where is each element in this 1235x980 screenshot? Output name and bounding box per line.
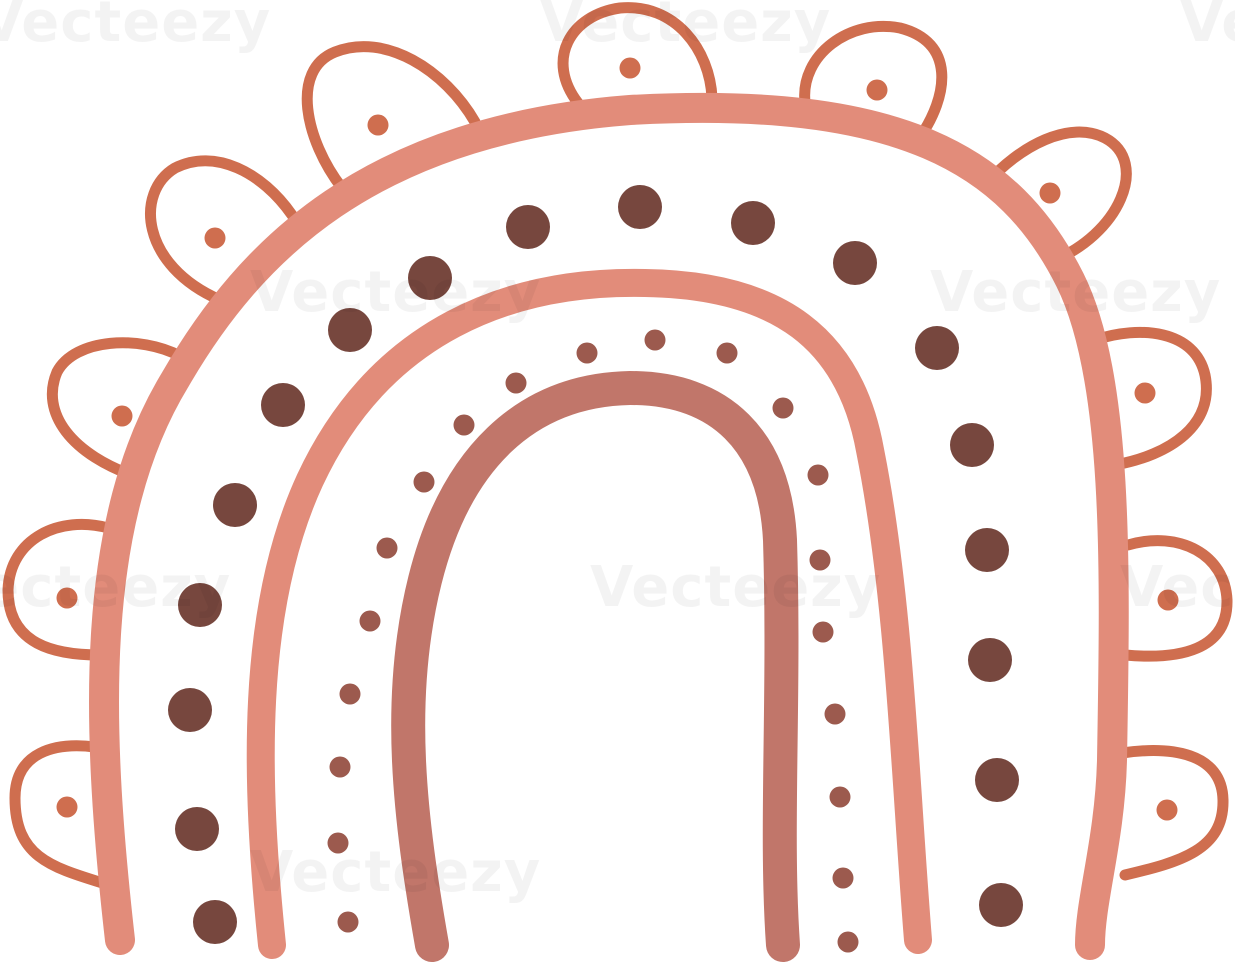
petal-dot (367, 114, 389, 136)
large-dot (618, 185, 662, 229)
petal-left-2 (46, 337, 186, 484)
small-dot (413, 471, 435, 493)
small-dot (337, 911, 359, 933)
petal-center-dots (56, 57, 1179, 821)
large-dot (193, 900, 237, 944)
small-dot (829, 786, 851, 808)
small-dot (644, 329, 666, 351)
small-dot (832, 867, 854, 889)
petal-top-left-1 (301, 41, 481, 194)
small-dot (807, 464, 829, 486)
small-dot (716, 342, 738, 364)
petal-left-1 (145, 155, 298, 306)
small-dot (824, 703, 846, 725)
petal-dot (56, 587, 78, 609)
small-dot (453, 414, 475, 436)
small-dot (837, 931, 859, 953)
large-dot (328, 308, 372, 352)
petal-left-3 (2, 519, 114, 661)
petal-top-center (557, 2, 718, 109)
petal-loops (2, 2, 1233, 892)
petal-dot (111, 405, 133, 427)
petal-right-2 (1089, 326, 1212, 471)
petal-dot (204, 227, 226, 249)
petal-dot (619, 57, 641, 79)
small-dot (339, 683, 361, 705)
large-dots (168, 185, 1023, 944)
petal-right-4 (1116, 745, 1229, 881)
petal-top-right-1 (799, 21, 948, 146)
large-dot (968, 638, 1012, 682)
petal-right-1 (979, 126, 1132, 268)
petal-dot (1157, 589, 1179, 611)
large-dot (965, 528, 1009, 572)
small-dot (327, 832, 349, 854)
small-dot (359, 610, 381, 632)
large-dot (408, 256, 452, 300)
petal-right-3 (1119, 535, 1233, 662)
large-dot (915, 326, 959, 370)
petal-dot (1156, 799, 1178, 821)
small-dot (376, 537, 398, 559)
large-dot (833, 241, 877, 285)
large-dot (731, 201, 775, 245)
small-dots (327, 329, 859, 953)
small-dot (576, 342, 598, 364)
petal-left-4 (9, 740, 118, 892)
large-dot (175, 807, 219, 851)
outer-rainbow-arc (89, 92, 1129, 960)
large-dot (506, 205, 550, 249)
large-dot (168, 688, 212, 732)
petal-dot (1039, 182, 1061, 204)
small-dot (329, 756, 351, 778)
petal-dot (56, 796, 78, 818)
petal-dot (866, 79, 888, 101)
small-dot (772, 397, 794, 419)
middle-rainbow-arc (246, 268, 932, 959)
large-dot (261, 383, 305, 427)
inner-rainbow-arc (391, 371, 800, 962)
large-dot (213, 483, 257, 527)
small-dot (505, 372, 527, 394)
small-dot (809, 549, 831, 571)
large-dot (979, 883, 1023, 927)
large-dot (178, 583, 222, 627)
large-dot (975, 758, 1019, 802)
small-dot (812, 621, 834, 643)
petal-dot (1134, 382, 1156, 404)
large-dot (950, 423, 994, 467)
